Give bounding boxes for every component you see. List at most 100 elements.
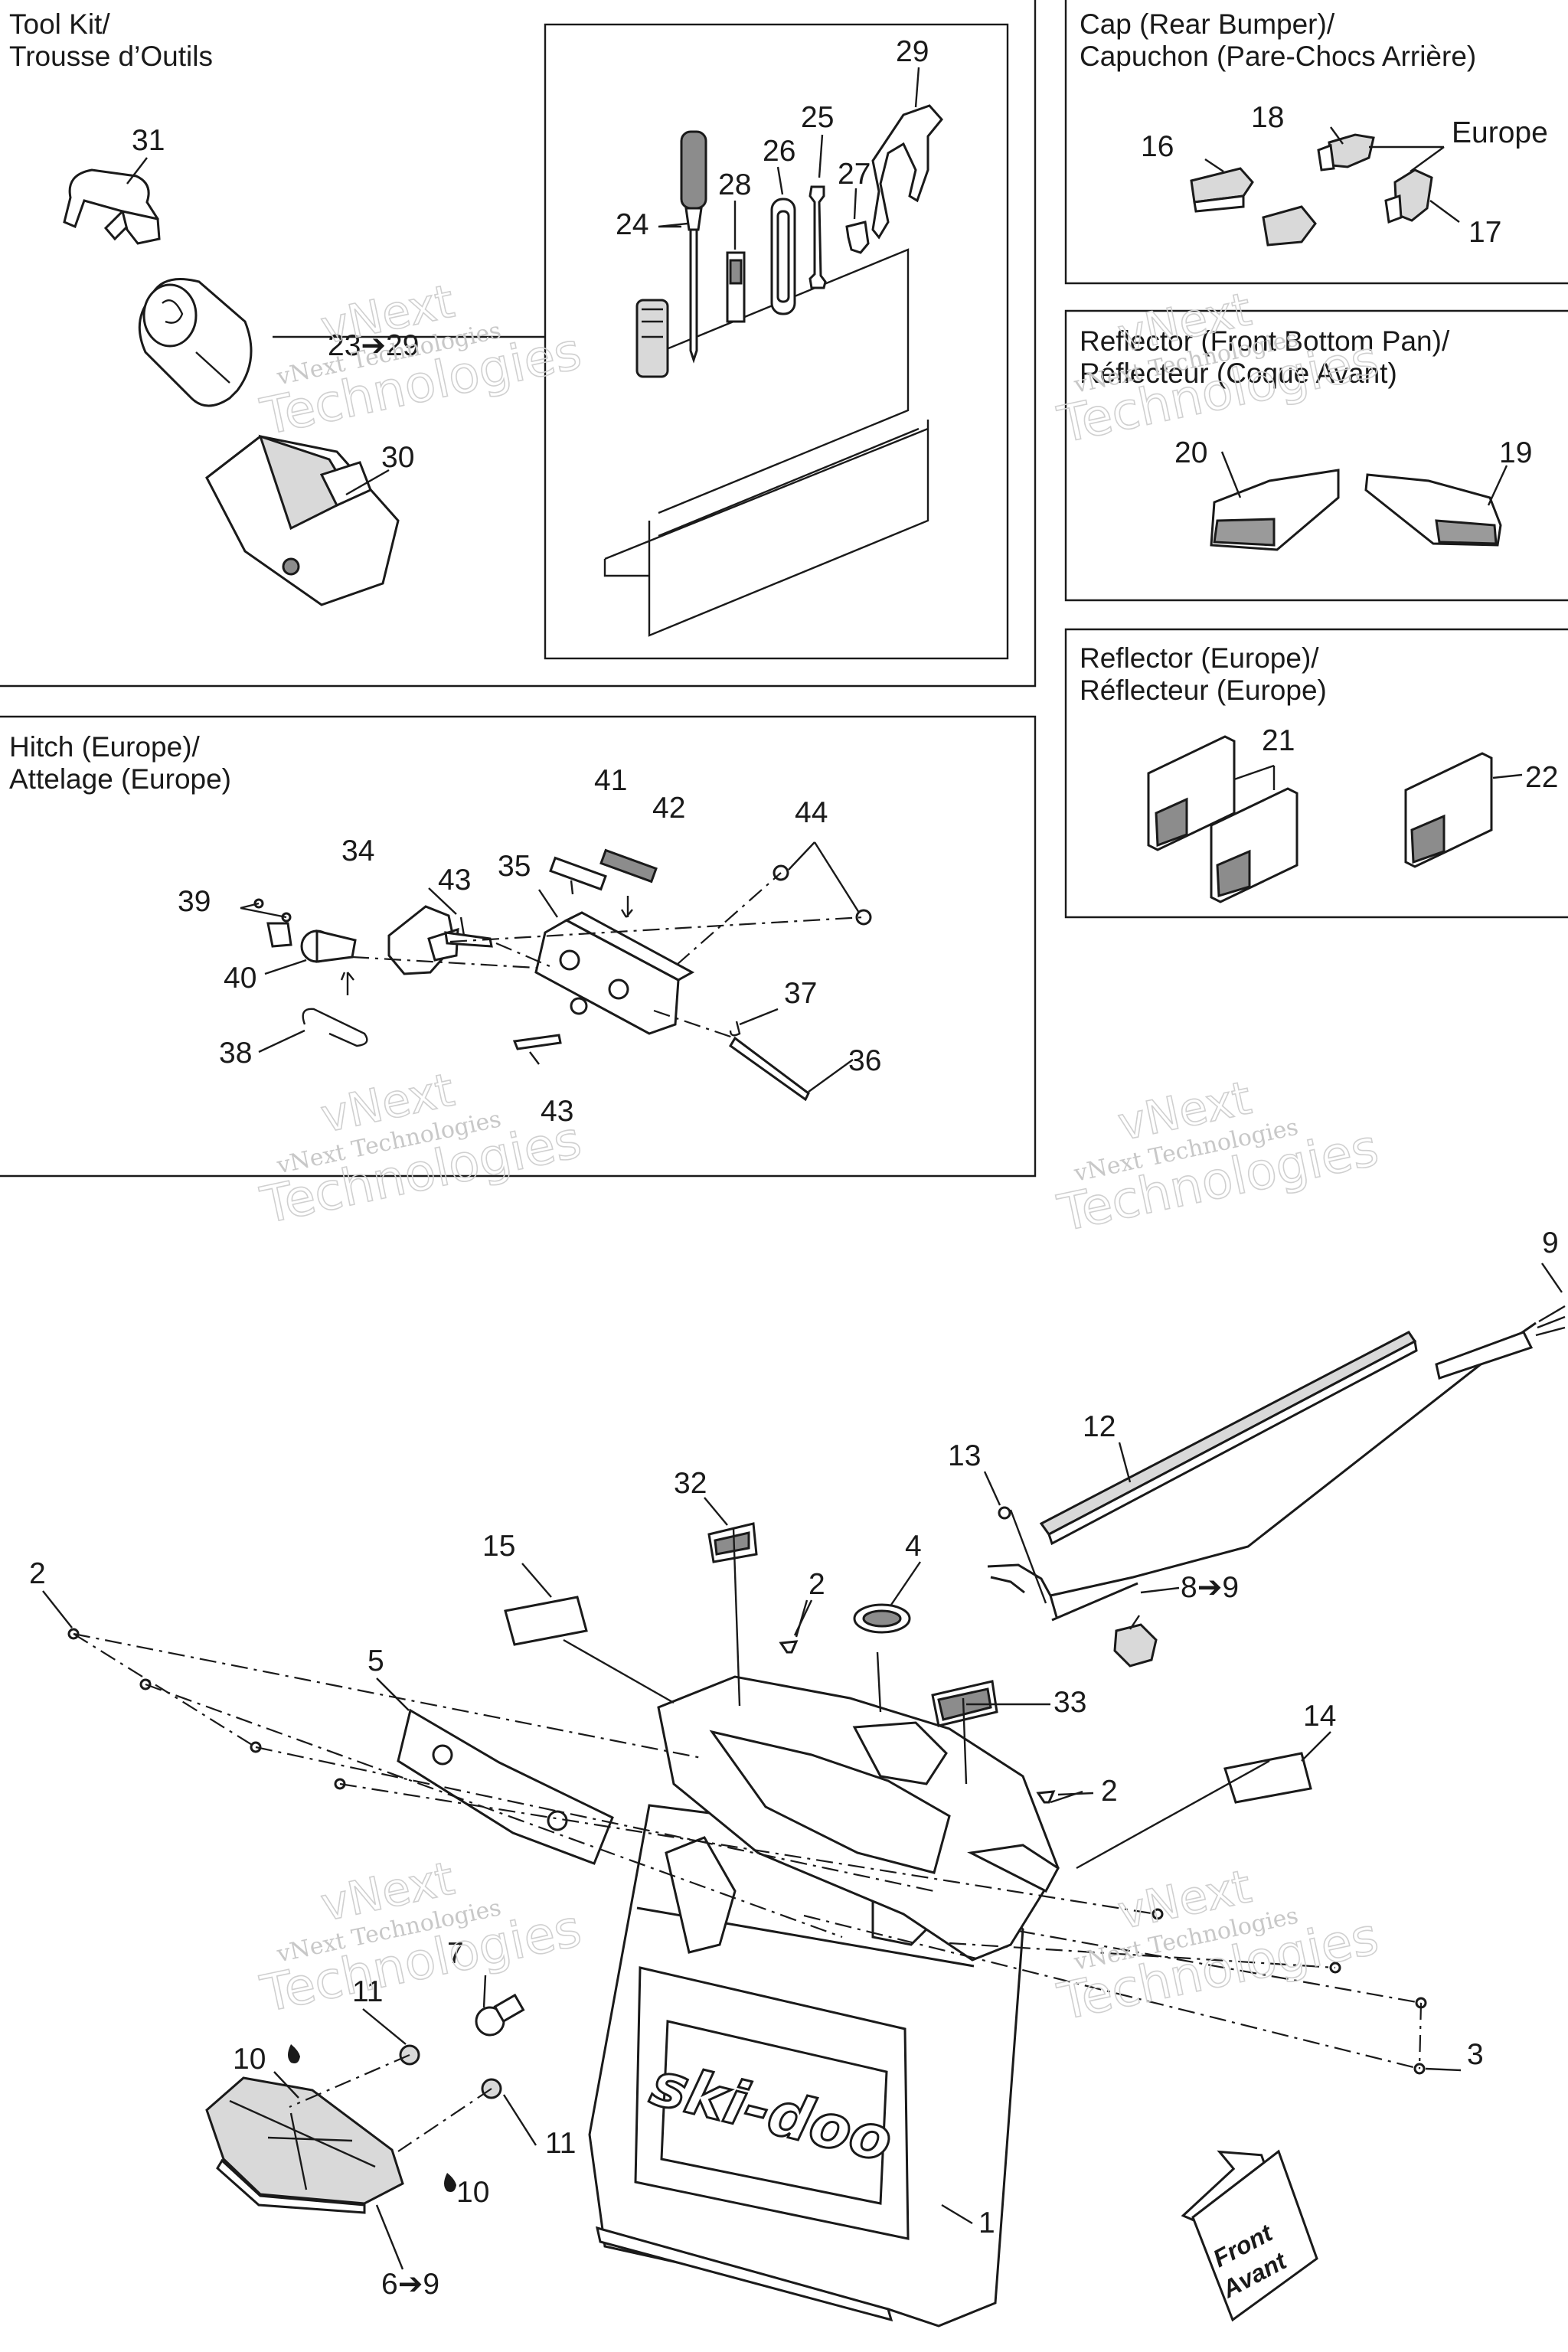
svg-text:Réflecteur (Europe): Réflecteur (Europe) <box>1080 675 1327 706</box>
screwdriver-part <box>680 130 707 364</box>
oil-drop-icons <box>288 2044 456 2192</box>
hitch-bracket-part <box>387 905 459 975</box>
callout-c19: 19 <box>1499 436 1532 469</box>
grommet-parts <box>399 2044 502 2099</box>
callout-c17: 17 <box>1468 216 1501 249</box>
svg-text:Hitch (Europe)/: Hitch (Europe)/ <box>9 731 201 763</box>
callout-c11a: 11 <box>352 1975 384 2008</box>
callout-c10a: 10 <box>233 2043 266 2076</box>
callout-c32: 32 <box>674 1467 707 1500</box>
callout-c23: 23➔29 <box>328 329 419 362</box>
strip-part <box>1039 1331 1418 1546</box>
callout-c12: 12 <box>1083 1410 1116 1443</box>
connector-part <box>1113 1623 1158 1668</box>
cap-leaders <box>1204 126 1460 223</box>
callout-c15: 15 <box>482 1530 515 1563</box>
svg-text:Cap (Rear Bumper)/: Cap (Rear Bumper)/ <box>1080 8 1335 40</box>
callout-c29: 29 <box>896 35 929 68</box>
callout-c40: 40 <box>224 962 256 995</box>
reflector-22-part <box>1404 752 1523 868</box>
reflector-19-part <box>1364 465 1508 547</box>
cap-18-part <box>1317 133 1375 172</box>
callout-c22: 22 <box>1525 761 1558 794</box>
callout-c34: 34 <box>341 835 374 867</box>
callout-c44: 44 <box>795 796 828 829</box>
clip-part <box>845 220 870 254</box>
callout-c1: 1 <box>978 2207 995 2239</box>
reflector-21-part <box>1147 735 1298 903</box>
tool-strap-part <box>63 168 161 245</box>
callout-c30: 30 <box>381 441 414 474</box>
light-assembly-part <box>205 2076 404 2214</box>
bulb-part <box>475 1993 525 2037</box>
callout-c24: 24 <box>616 208 648 241</box>
front-arrow-icon: Front Avant <box>1181 2149 1318 2322</box>
callout-c7: 7 <box>447 1937 464 1970</box>
callout-c3: 3 <box>1467 2038 1484 2071</box>
hitch-leaders <box>240 841 864 1093</box>
tool-holder-part <box>205 434 400 606</box>
callout-c6: 6➔9 <box>381 2268 439 2301</box>
socket-part <box>635 299 669 378</box>
callout-c42: 42 <box>652 792 685 825</box>
bit-part <box>726 251 746 323</box>
reflector-europe-title: Reflector (Europe)/ Réflecteur (Europe) <box>1080 642 1327 706</box>
cap-16-part <box>1190 167 1254 213</box>
top-cover-part <box>657 1675 1060 1962</box>
svg-text:Trousse d’Outils: Trousse d’Outils <box>9 41 213 72</box>
tool-bag-part <box>138 278 253 407</box>
spark-plug-tool-part <box>871 104 943 240</box>
callout-leader-lines <box>42 67 1563 2270</box>
callout-c14: 14 <box>1303 1700 1336 1733</box>
callout-c9: 9 <box>1542 1227 1559 1259</box>
callout-c37: 37 <box>784 977 817 1010</box>
wrench-part <box>808 185 827 289</box>
callout-c26: 26 <box>763 135 795 168</box>
wiring-harness-part <box>987 1305 1566 1622</box>
hitch-small-parts <box>253 848 872 1102</box>
callout-c35: 35 <box>498 850 531 883</box>
svg-text:Attelage (Europe): Attelage (Europe) <box>9 763 231 795</box>
callout-c2c: 2 <box>1101 1775 1118 1808</box>
callout-c28: 28 <box>718 168 751 201</box>
callout-c41: 41 <box>594 764 627 797</box>
reflector-front-title: Reflector (Front Bottom Pan)/ Réflecteur… <box>1080 325 1450 389</box>
callout-c2a: 2 <box>29 1557 46 1590</box>
callout-c2b: 2 <box>808 1568 825 1601</box>
svg-text:Capuchon (Pare-Chocs Arrière): Capuchon (Pare-Chocs Arrière) <box>1080 41 1476 72</box>
cap-small-part <box>1262 205 1317 247</box>
callout-c43a: 43 <box>438 864 471 897</box>
callout-c13: 13 <box>948 1439 981 1472</box>
callout-c18: 18 <box>1251 101 1284 134</box>
wrench-bar-part <box>770 198 796 315</box>
callout-c4: 4 <box>905 1530 922 1563</box>
callout-c20: 20 <box>1174 436 1207 469</box>
callout-c25: 25 <box>801 101 834 134</box>
cap-title: Cap (Rear Bumper)/ Capuchon (Pare-Chocs … <box>1080 8 1476 72</box>
callout-c5: 5 <box>368 1645 384 1677</box>
hitch-pin-part <box>300 929 357 963</box>
svg-text:Reflector (Front Bottom Pan)/: Reflector (Front Bottom Pan)/ <box>1080 325 1450 357</box>
callout-c36: 36 <box>848 1044 881 1077</box>
assembly-leaders <box>73 1509 1423 2152</box>
reflector-20-part <box>1210 451 1340 551</box>
callout-c38: 38 <box>219 1037 252 1070</box>
callout-c31: 31 <box>132 124 165 157</box>
callout-c33: 33 <box>1054 1686 1086 1719</box>
callout-c39: 39 <box>178 885 211 918</box>
callout-c11b: 11 <box>545 2127 577 2160</box>
callout-c21: 21 <box>1262 724 1295 757</box>
callout-c43b: 43 <box>541 1095 573 1128</box>
callout-c27: 27 <box>838 158 871 191</box>
svg-text:Réflecteur (Coque Avant): Réflecteur (Coque Avant) <box>1080 358 1397 389</box>
callout-c8: 8➔9 <box>1181 1571 1239 1604</box>
callout-note: Europe <box>1452 116 1548 149</box>
svg-text:Tool Kit/: Tool Kit/ <box>9 8 110 40</box>
decals-part <box>504 1522 1312 1804</box>
hitch-title: Hitch (Europe)/ Attelage (Europe) <box>9 731 231 795</box>
hitch-clip-part <box>302 1008 368 1047</box>
tool-kit-title: Tool Kit/ Trousse d’Outils <box>9 8 213 72</box>
rear-panel-part <box>588 1804 1024 2328</box>
cap-17-part <box>1384 168 1433 224</box>
